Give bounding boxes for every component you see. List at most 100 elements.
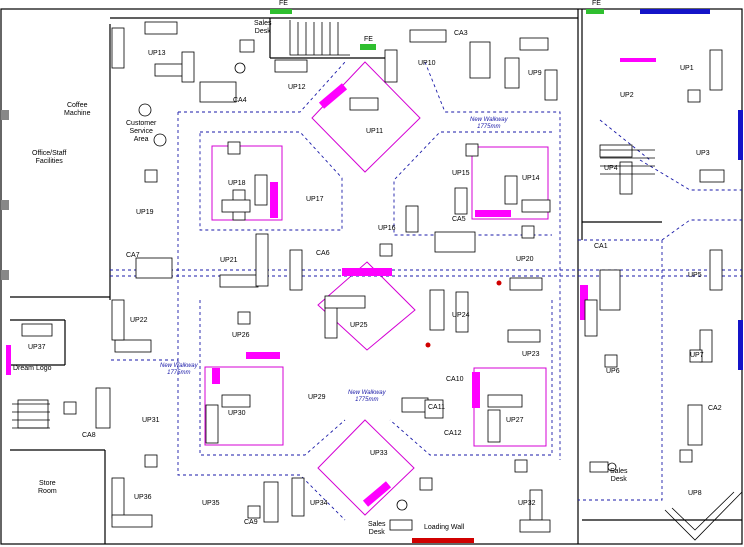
window-top-right — [640, 9, 710, 14]
fire-exit-right-label: FE — [592, 0, 601, 7]
dream-logo-marker — [6, 345, 11, 375]
side-table — [199, 81, 237, 103]
sofa — [507, 329, 541, 343]
unit-up32: UP32 — [518, 500, 536, 507]
display-bar-up33 — [362, 481, 392, 507]
walkway-top — [178, 61, 346, 113]
armchair — [63, 401, 77, 415]
sofa — [454, 187, 468, 215]
sofa — [254, 174, 268, 206]
casegood-ca6: CA6 — [316, 250, 330, 257]
display-bar-up26 — [246, 352, 280, 359]
casegood-ca4: CA4 — [233, 97, 247, 104]
unit-up14: UP14 — [522, 175, 540, 182]
walkway-label-bottom: New Walkway 1775mm — [348, 390, 386, 403]
side-table — [429, 289, 445, 331]
round-table — [396, 499, 408, 511]
sofa — [584, 299, 598, 337]
walkway-bottom — [177, 360, 346, 521]
furniture — [12, 20, 743, 541]
sofa — [619, 161, 633, 195]
unit-up33: UP33 — [370, 450, 388, 457]
display-bar-up30 — [212, 368, 220, 384]
armchair — [379, 243, 393, 257]
markers — [1, 9, 743, 543]
round-table — [607, 462, 617, 472]
sofa — [205, 404, 219, 444]
sofa — [181, 51, 195, 83]
room-coffee: Coffee Machine — [64, 102, 91, 117]
sofa — [709, 49, 723, 91]
room-office: Office/Staff Facilities — [32, 150, 67, 165]
display-bar-ca10 — [472, 372, 480, 408]
armchair — [679, 449, 693, 463]
window-right-2 — [738, 320, 743, 370]
door-marker-3 — [1, 270, 9, 280]
side-table — [289, 249, 303, 291]
casegood-ca8: CA8 — [82, 432, 96, 439]
sofa — [521, 199, 551, 213]
sofa — [504, 57, 520, 89]
sofa — [111, 514, 153, 528]
side-table — [424, 399, 444, 419]
armchair — [419, 477, 433, 491]
display-bar-up18 — [270, 182, 278, 218]
display-bar-ca1 — [580, 285, 588, 320]
sofa — [519, 519, 551, 533]
armchair — [144, 169, 158, 183]
sales-desk — [589, 461, 609, 473]
side-table — [263, 481, 279, 523]
armchair — [144, 454, 158, 468]
casegood-ca10: CA10 — [446, 376, 464, 383]
sofa — [405, 205, 419, 233]
sales-desk-bottom: Sales Desk — [368, 521, 386, 536]
walkway-right-lower — [661, 219, 742, 241]
armchair — [689, 349, 703, 363]
unit-up22: UP22 — [130, 317, 148, 324]
room-loading: Loading Wall — [424, 524, 465, 531]
unit-up3: UP3 — [696, 150, 710, 157]
armchair — [514, 459, 528, 473]
sofa — [291, 477, 305, 517]
side-table — [135, 257, 173, 279]
armchair — [465, 143, 479, 157]
round-table — [234, 62, 246, 74]
sofa — [349, 97, 379, 111]
display-bar-ca6 — [342, 268, 392, 276]
armchair — [604, 354, 618, 368]
unit-up16: UP16 — [378, 225, 396, 232]
unit-up4: UP4 — [604, 165, 618, 172]
unit-up18: UP18 — [228, 180, 246, 187]
room-dream: Dream Logo — [13, 365, 52, 372]
unit-up29: UP29 — [308, 394, 326, 401]
sofa — [699, 169, 725, 183]
walkway-inner-br — [389, 300, 553, 456]
zone-up25 — [317, 261, 416, 351]
unit-up7: UP7 — [690, 352, 704, 359]
round-table — [138, 103, 152, 117]
round-table — [153, 133, 167, 147]
sofa — [409, 29, 447, 43]
unit-up19: UP19 — [136, 209, 154, 216]
unit-up30: UP30 — [228, 410, 246, 417]
unit-up25: UP25 — [350, 322, 368, 329]
walkway-inner-right — [393, 131, 552, 236]
door-marker-1 — [1, 110, 9, 120]
unit-up1: UP1 — [680, 65, 694, 72]
casegood-ca5: CA5 — [452, 216, 466, 223]
zone-up30 — [204, 366, 284, 446]
sofa — [219, 274, 259, 288]
unit-up6: UP6 — [606, 368, 620, 375]
casegood-ca1: CA1 — [594, 243, 608, 250]
zone-up14 — [471, 146, 549, 220]
display-bar-up11 — [318, 83, 348, 109]
sofa — [599, 144, 633, 158]
outer-wall — [0, 8, 743, 545]
sofa — [544, 69, 558, 101]
sofa — [455, 291, 469, 333]
side-table — [434, 231, 476, 253]
corner-sofa-up8-inner — [671, 491, 735, 531]
unit-up37: UP37 — [28, 344, 46, 351]
zone-up33 — [317, 419, 415, 516]
walkway-lines — [110, 61, 742, 521]
